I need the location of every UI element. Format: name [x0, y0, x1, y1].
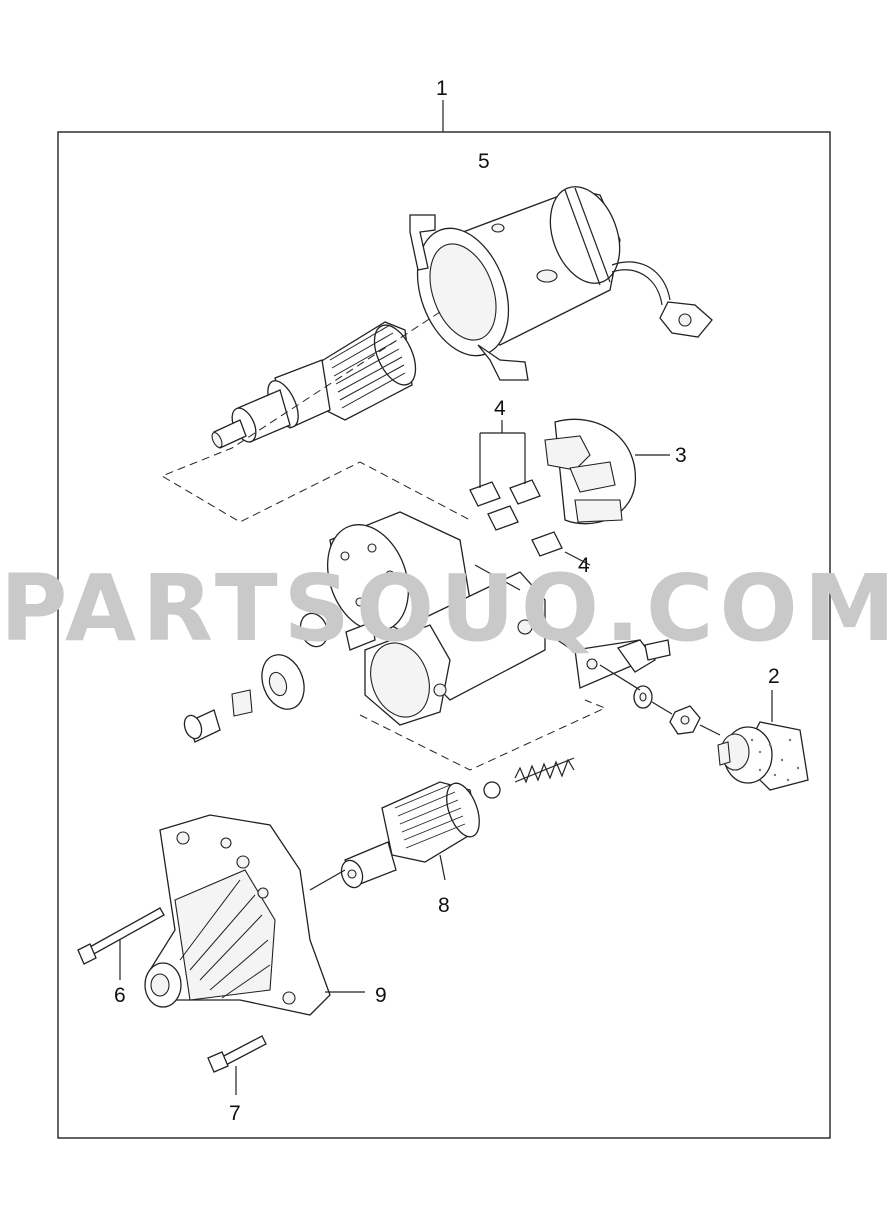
- callout-1: 1: [436, 77, 448, 100]
- screw: [207, 1035, 267, 1095]
- callout-3: 3: [675, 444, 687, 467]
- callout-5: 5: [478, 150, 490, 173]
- assembly-frame: [57, 131, 831, 1139]
- pinion-clutch: [340, 781, 480, 889]
- callout-4-top: 4: [494, 397, 506, 420]
- yoke-housing: [409, 186, 713, 381]
- solenoid-cap: [717, 721, 809, 791]
- return-spring: [483, 757, 575, 799]
- brush-holder: [544, 418, 670, 525]
- callout-9: 9: [375, 984, 387, 1007]
- reduction-gears: [183, 612, 376, 743]
- callout-4-right: 4: [578, 554, 590, 577]
- armature: [211, 321, 417, 449]
- drive-end-housing: [144, 814, 365, 1016]
- callout-6: 6: [114, 984, 126, 1007]
- watermark: PARTSOUQ.COM: [0, 555, 887, 662]
- brushes: [469, 420, 591, 566]
- terminal-hardware: [539, 627, 721, 736]
- callout-7: 7: [229, 1102, 241, 1125]
- through-bolt: [77, 907, 165, 980]
- gear-housing: [326, 511, 546, 726]
- callout-8: 8: [438, 894, 450, 917]
- callout-2: 2: [768, 665, 780, 688]
